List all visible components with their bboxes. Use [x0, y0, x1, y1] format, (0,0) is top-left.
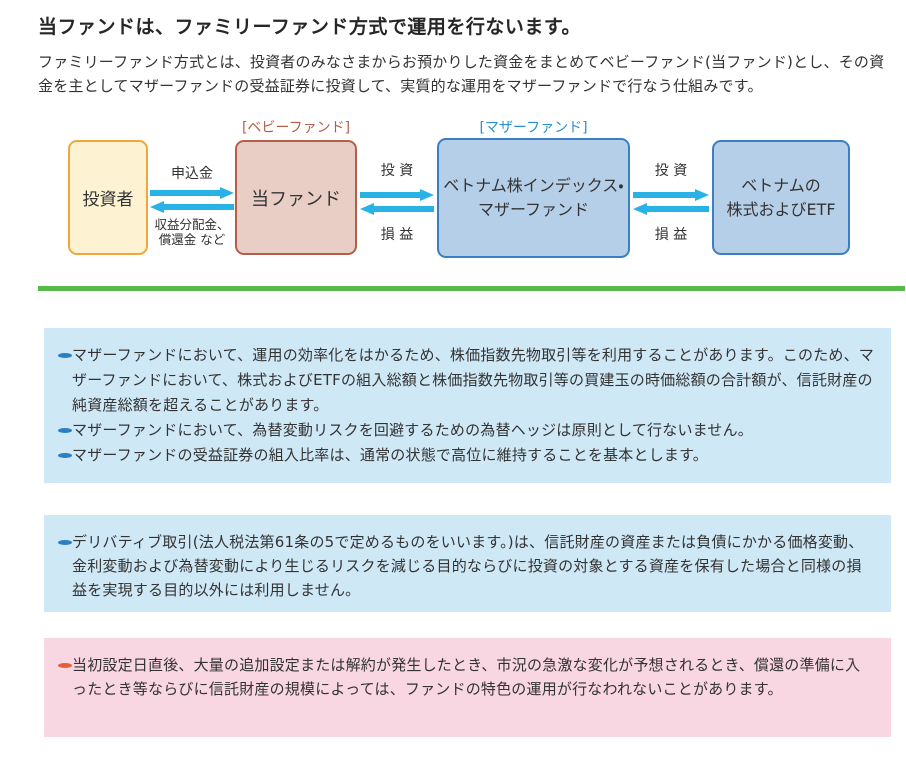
- left-arrow-icon: [150, 201, 234, 213]
- fund-structure-diagram: [ベビーファンド] [マザーファンド] 投資者 申込金 収益分配金、 償還金 な…: [0, 115, 906, 275]
- invest-label: 投 資: [380, 163, 414, 179]
- distribution-label: 収益分配金、 償還金 など: [154, 217, 230, 247]
- note-box-mother-fund-policy: マザーファンドにおいて、運用の効率化をはかるため、株価指数先物取引等を利用するこ…: [44, 328, 891, 483]
- this-fund-box-label: 当ファンド: [251, 188, 341, 210]
- mother-fund-box: ベトナム株インデックス・ マザーファンド: [437, 138, 630, 258]
- note-text: マザーファンドにおいて、運用の効率化をはかるため、株価指数先物取引等を利用するこ…: [72, 346, 875, 414]
- bullet-dot-icon: [58, 353, 72, 358]
- vietnam-assets-box-line2: 株式およびETF: [726, 199, 836, 219]
- bullet-dot-icon: [58, 453, 72, 458]
- baby-fund-label: [ベビーファンド]: [241, 120, 351, 136]
- note-item: デリバティブ取引(法人税法第61条の5で定めるものをいいます。)は、信託財産の資…: [58, 530, 875, 602]
- profit-loss-label: 損 益: [654, 227, 688, 243]
- profit-loss-label: 損 益: [380, 227, 414, 243]
- green-divider: [38, 286, 905, 291]
- note-item: マザーファンドの受益証券の組入比率は、通常の状態で高位に維持することを基本としま…: [58, 443, 875, 468]
- note-box-derivatives: デリバティブ取引(法人税法第61条の5で定めるものをいいます。)は、信託財産の資…: [44, 515, 891, 612]
- invest-label: 投 資: [654, 163, 688, 179]
- right-arrow-icon: [633, 189, 709, 201]
- note-text: デリバティブ取引(法人税法第61条の5で定めるものをいいます。)は、信託財産の資…: [72, 533, 864, 599]
- note-box-caution: 当初設定日直後、大量の追加設定または解約が発生したとき、市況の急激な変化が予想さ…: [44, 638, 891, 737]
- flow-motherfund-to-assets: 投 資 損 益: [633, 160, 709, 244]
- right-arrow-icon: [150, 187, 234, 199]
- investor-box: 投資者: [68, 140, 148, 255]
- mother-fund-box-line1: ベトナム株インデックス・: [443, 176, 624, 195]
- flow-fund-to-motherfund: 投 資 損 益: [360, 160, 434, 244]
- note-text: マザーファンドの受益証券の組入比率は、通常の状態で高位に維持することを基本としま…: [72, 446, 709, 464]
- left-arrow-icon: [633, 203, 709, 215]
- flow-investor-to-fund: 申込金 収益分配金、 償還金 など: [150, 163, 234, 247]
- note-text: 当初設定日直後、大量の追加設定または解約が発生したとき、市況の急激な変化が予想さ…: [72, 656, 861, 698]
- mother-fund-box-line2: マザーファンド: [477, 200, 590, 219]
- vietnam-assets-box: ベトナムの 株式およびETF: [712, 140, 850, 255]
- this-fund-box: 当ファンド: [235, 140, 357, 255]
- intro-paragraph: ファミリーファンド方式とは、投資者のみなさまからお預かりした資金をまとめてベビー…: [38, 53, 885, 95]
- left-arrow-icon: [360, 203, 434, 215]
- bullet-dot-icon: [58, 540, 72, 545]
- note-item: 当初設定日直後、大量の追加設定または解約が発生したとき、市況の急激な変化が予想さ…: [58, 653, 875, 701]
- bullet-dot-icon: [58, 663, 72, 668]
- page-title: 当ファンドは、ファミリーファンド方式で運用を行ないます。: [38, 16, 581, 38]
- mother-fund-label: [マザーファンド]: [479, 120, 588, 136]
- bullet-dot-icon: [58, 428, 72, 433]
- note-item: マザーファンドにおいて、為替変動リスクを回避するための為替ヘッジは原則として行な…: [58, 418, 875, 443]
- note-text: マザーファンドにおいて、為替変動リスクを回避するための為替ヘッジは原則として行な…: [72, 421, 754, 439]
- application-money-label: 申込金: [171, 166, 213, 182]
- right-arrow-icon: [360, 189, 434, 201]
- note-item: マザーファンドにおいて、運用の効率化をはかるため、株価指数先物取引等を利用するこ…: [58, 343, 875, 418]
- vietnam-assets-box-line1: ベトナムの: [741, 175, 821, 195]
- investor-box-label: 投資者: [82, 190, 134, 210]
